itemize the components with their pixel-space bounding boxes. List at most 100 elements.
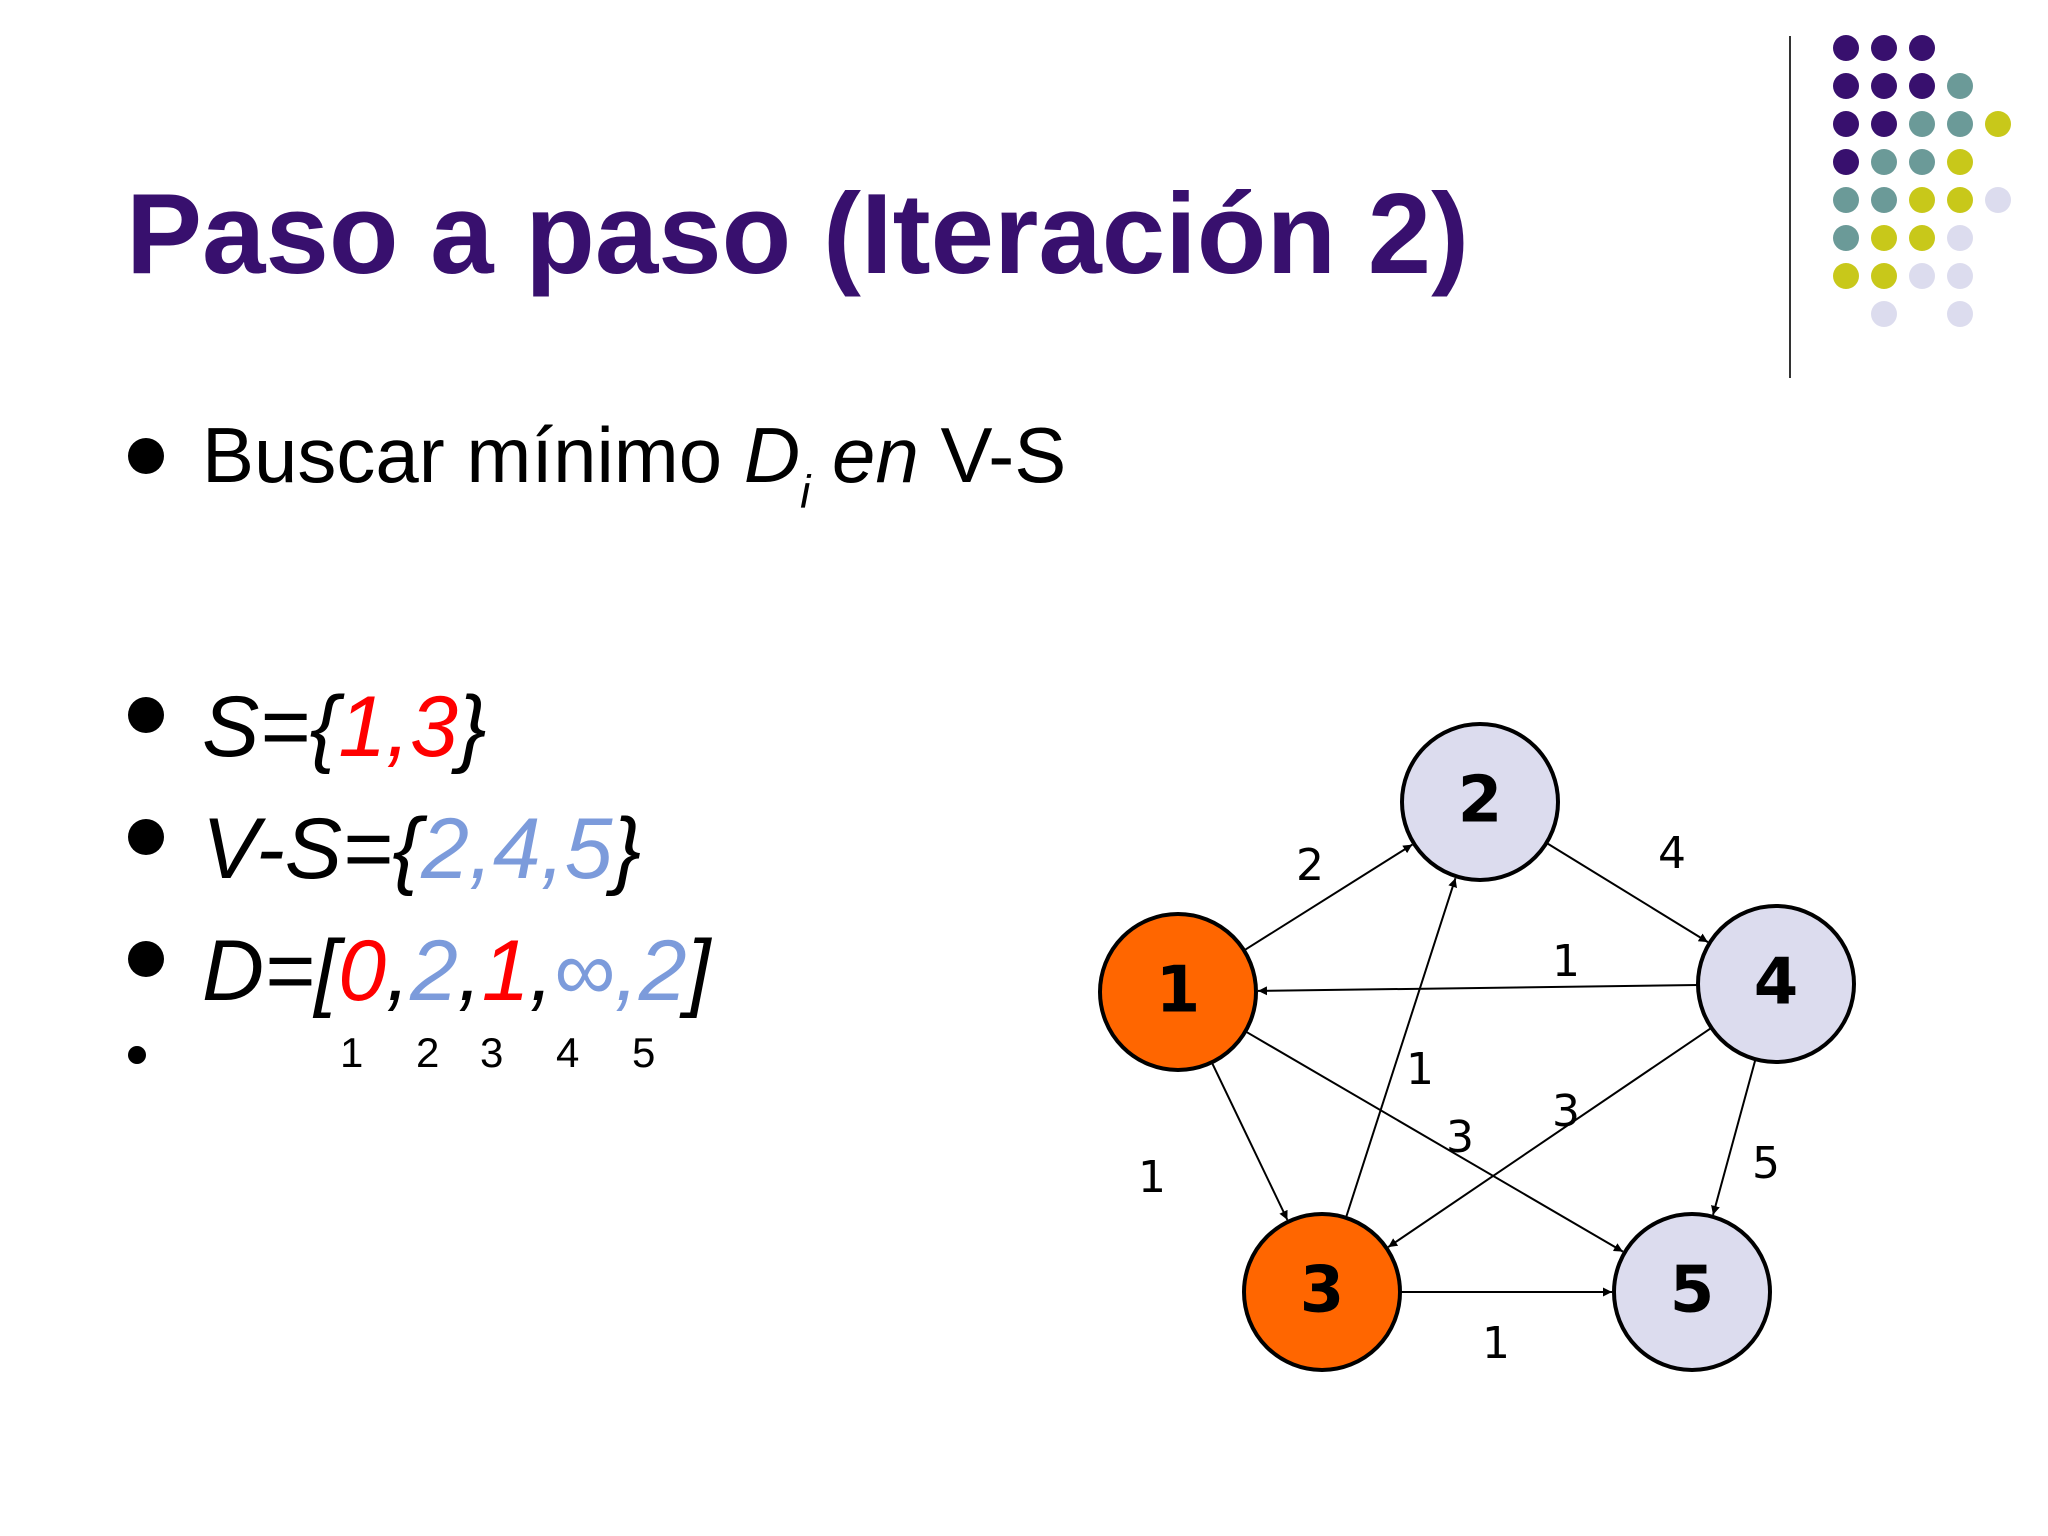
decorative-dot [1947,225,1973,251]
s-suffix: } [457,679,487,775]
d-prefix: D=[ [202,923,339,1019]
decorative-dot [1871,225,1897,251]
decorative-dot [1833,73,1859,99]
edge-weight-label: 1 [1406,1044,1434,1095]
vs-separator: , [468,801,493,897]
slide-title: Paso a paso (Iteración 2) [126,171,1470,298]
graph-node-label: 1 [1156,954,1201,1028]
d-value: ∞ [553,923,615,1019]
decorative-dot [1947,149,1973,175]
graph-edge [1257,984,1699,996]
graph-node-label: 5 [1670,1254,1715,1328]
decorative-dot [1871,187,1897,213]
decorative-dot [1833,149,1859,175]
decorative-dot [1833,263,1859,289]
d-value: 2 [409,923,458,1019]
graph-node-label: 3 [1300,1254,1345,1328]
bullet-dot [128,941,164,977]
decorative-dot [1833,187,1859,213]
vs-separator: , [540,801,565,897]
bullet-dot [128,697,164,733]
vs-suffix: } [612,801,642,897]
vs-text: V-S [918,411,1067,499]
decorative-dot [1947,73,1973,99]
index-label: 3 [480,1029,504,1076]
decorative-dot [1871,263,1897,289]
edge-weight-label: 4 [1658,828,1686,879]
s-item: 3 [410,679,458,775]
vs-item: 2 [421,801,469,897]
decorative-dot [1909,73,1935,99]
decorative-dot [1947,263,1973,289]
edge-weight-label: 1 [1552,936,1580,987]
edge-weight-label: 1 [1482,1318,1510,1369]
decorative-dot [1871,149,1897,175]
decorative-dot [1871,73,1897,99]
s-separator: , [386,679,411,775]
graph-edge [1243,843,1413,952]
decorative-dot [1871,301,1897,327]
decorative-dot [1909,111,1935,137]
s-item: 1 [338,679,387,775]
vs-item: 5 [564,801,613,897]
decorative-dot [1947,301,1973,327]
d-subscript: i [800,465,811,518]
decorative-dot [1909,149,1935,175]
index-label: 2 [416,1029,440,1076]
vs-item: 4 [492,801,541,897]
bullet-search-min: Buscar mínimo Di en V-S [202,416,1066,514]
graph-edge [1545,842,1709,943]
decorative-dot [1909,35,1935,61]
decorative-dot [1947,111,1973,137]
graph-edge [1244,1030,1624,1253]
decorative-dot [1985,187,2011,213]
graph-edge [1711,1058,1757,1216]
graph-edge [1210,1061,1289,1221]
decorative-dot [1909,263,1935,289]
graph-node [1242,1212,1402,1372]
bullet-d-array: D=[0,2,1,∞,2] [202,928,710,1014]
index-label: 5 [632,1029,656,1076]
decorative-dot [1833,111,1859,137]
graph-node [1612,1212,1772,1372]
d-separator: , [529,923,554,1019]
bullet-s-set: S={1,3} [202,684,487,770]
d-value: 1 [481,923,530,1019]
d-value: 0 [338,923,387,1019]
d-separator: , [386,923,410,1019]
index-label: 1 [340,1029,364,1076]
decorative-dot [1871,111,1897,137]
bullet-dot-small [128,1046,146,1064]
graph-node [1098,912,1258,1072]
bullet-dot [128,819,164,855]
graph-edge [1344,877,1457,1219]
graph-node [1400,722,1560,882]
d-separator: , [614,923,639,1019]
bullet-text: Buscar mínimo [202,411,744,499]
d-suffix: ] [686,923,711,1019]
decorative-dot [1833,35,1859,61]
d-symbol: D [743,411,801,499]
d-separator: , [457,923,482,1019]
s-prefix: S={ [202,679,339,775]
bullet-dot [128,438,164,474]
decorative-dot [1871,35,1897,61]
decorative-dot [1909,225,1935,251]
edge-weight-label: 2 [1296,840,1324,891]
en-word: en [810,411,919,499]
edge-weight-label: 5 [1752,1138,1780,1189]
graph-node-label: 2 [1458,764,1503,838]
decorative-dot [1947,187,1973,213]
bullet-vs-set: V-S={2,4,5} [202,806,641,892]
decorative-dot [1909,187,1935,213]
graph-node [1696,904,1856,1064]
decorative-dot [1833,225,1859,251]
edge-weight-label: 1 [1138,1152,1166,1203]
d-value: 2 [638,923,687,1019]
index-label: 4 [556,1029,580,1076]
vs-prefix: V-S={ [202,801,422,897]
edge-weight-label: 3 [1446,1112,1474,1163]
